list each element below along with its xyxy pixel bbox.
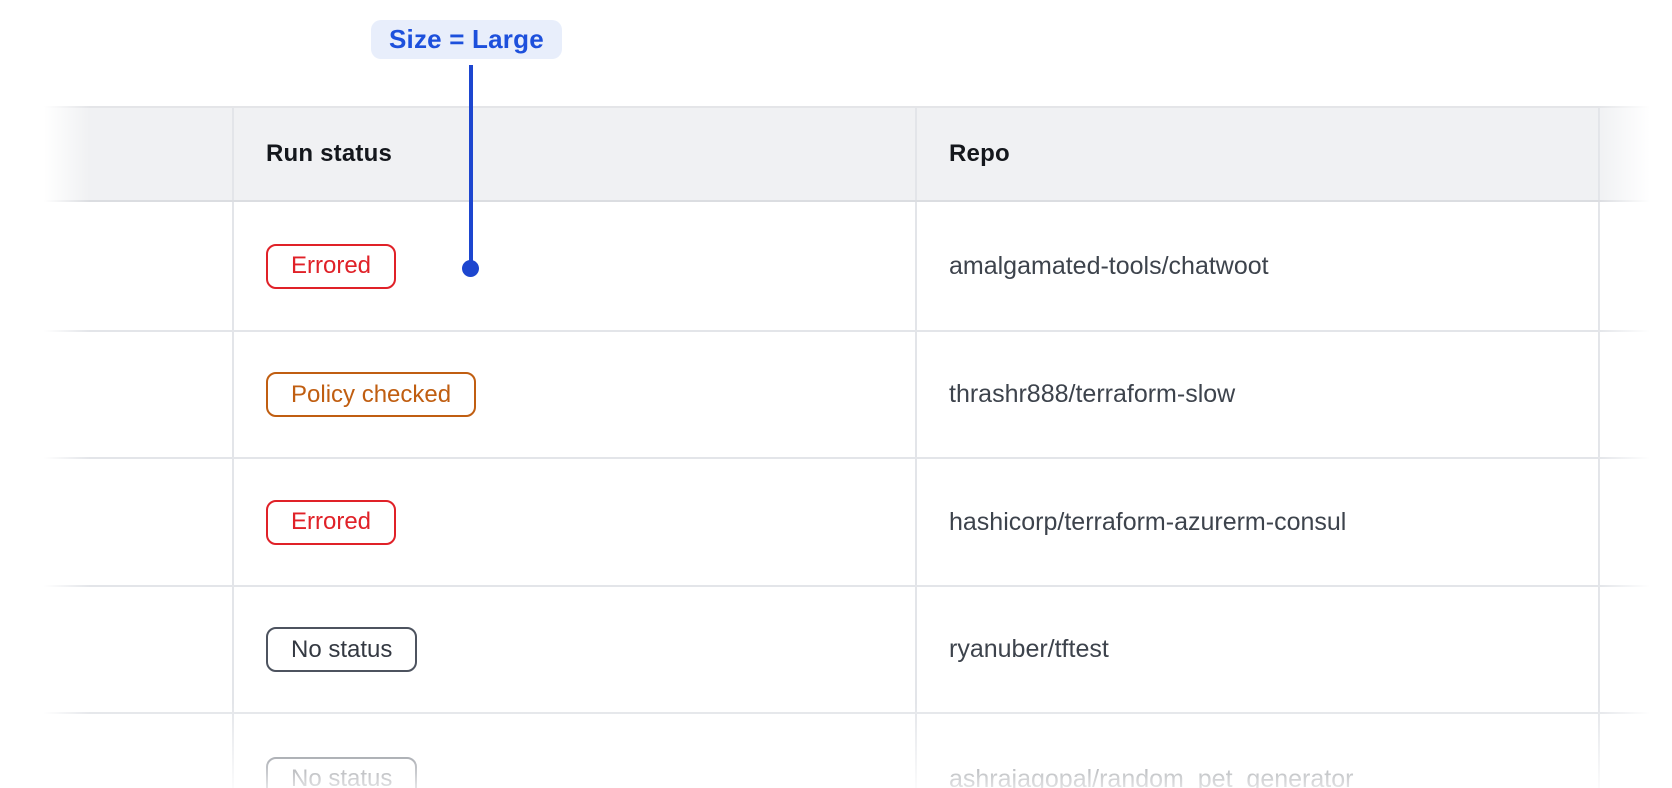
row-cell-overflow bbox=[1598, 587, 1672, 712]
row-cell-repo: ryanuber/tftest bbox=[915, 587, 1598, 712]
repo-column-header: Repo bbox=[949, 140, 1010, 167]
header-cell-repo: Repo bbox=[915, 108, 1598, 200]
row-cell-overflow bbox=[1598, 714, 1672, 788]
row-cell-run-status: Errored bbox=[232, 202, 915, 330]
table-row[interactable]: Errored amalgamated-tools/chatwoot bbox=[0, 202, 1672, 332]
row-cell-repo: hashicorp/terraform-azurerm-consul bbox=[915, 459, 1598, 585]
header-cell-run-status: Run status bbox=[232, 108, 915, 200]
row-cell-run-status: No status bbox=[232, 714, 915, 788]
row-cell-repo: amalgamated-tools/chatwoot bbox=[915, 202, 1598, 330]
row-cell-repo: ashrajagopal/random_pet_generator bbox=[915, 714, 1598, 788]
row-cell-overflow bbox=[1598, 332, 1672, 457]
run-status-badge: Errored bbox=[266, 499, 397, 545]
run-status-badge: Policy checked bbox=[266, 372, 477, 417]
repo-name: ryanuber/tftest bbox=[949, 635, 1109, 663]
row-cell-empty bbox=[0, 332, 232, 457]
row-cell-overflow bbox=[1598, 202, 1672, 330]
row-cell-empty bbox=[0, 587, 232, 712]
row-cell-run-status: Errored bbox=[232, 459, 915, 585]
row-cell-repo: thrashr888/terraform-slow bbox=[915, 332, 1598, 457]
header-cell-empty bbox=[0, 108, 232, 200]
run-status-column-header: Run status bbox=[266, 140, 393, 167]
row-cell-run-status: Policy checked bbox=[232, 332, 915, 457]
repo-name: thrashr888/terraform-slow bbox=[949, 380, 1236, 408]
repo-name: hashicorp/terraform-azurerm-consul bbox=[949, 507, 1347, 536]
table-row[interactable]: Errored hashicorp/terraform-azurerm-cons… bbox=[0, 459, 1672, 587]
row-cell-overflow bbox=[1598, 459, 1672, 585]
header-cell-overflow bbox=[1598, 108, 1672, 200]
table-row[interactable]: No status ashrajagopal/random_pet_genera… bbox=[0, 714, 1672, 788]
run-status-badge: No status bbox=[266, 756, 418, 788]
repo-name: ashrajagopal/random_pet_generator bbox=[949, 764, 1354, 788]
annotation-pointer-dot bbox=[462, 260, 479, 277]
row-cell-empty bbox=[0, 714, 232, 788]
run-status-badge: Errored bbox=[266, 243, 397, 289]
row-cell-empty bbox=[0, 459, 232, 585]
workspaces-table: Run status Repo Errored amalgamated-tool… bbox=[0, 106, 1672, 788]
table-row[interactable]: No status ryanuber/tftest bbox=[0, 587, 1672, 714]
table-header-row: Run status Repo bbox=[0, 106, 1672, 202]
table-row[interactable]: Policy checked thrashr888/terraform-slow bbox=[0, 332, 1672, 459]
size-annotation-label: Size = Large bbox=[389, 24, 544, 54]
annotation-pointer-line bbox=[469, 65, 473, 262]
table-body: Errored amalgamated-tools/chatwoot Polic… bbox=[0, 202, 1672, 788]
row-cell-empty bbox=[0, 202, 232, 330]
run-status-badge: No status bbox=[266, 627, 418, 672]
repo-name: amalgamated-tools/chatwoot bbox=[949, 251, 1269, 280]
row-cell-run-status: No status bbox=[232, 587, 915, 712]
size-annotation-pill: Size = Large bbox=[371, 20, 562, 59]
